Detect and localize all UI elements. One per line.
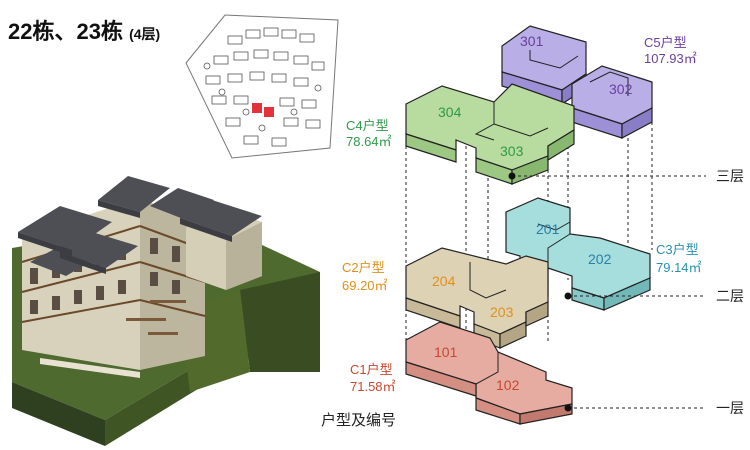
unit-label-102: 102: [496, 377, 520, 393]
unit-block-c1: [405, 321, 573, 425]
page-title: 22栋、23栋 (4层): [8, 14, 160, 46]
c1-area: 71.58㎡: [350, 379, 396, 394]
floor-label-second: 二层: [716, 288, 744, 304]
unit-block-c4: [405, 83, 575, 185]
floor-label-first: 一层: [716, 400, 744, 416]
c2-area: 69.20㎡: [342, 278, 388, 293]
c1-name: C1户型: [350, 362, 393, 377]
building-render: [12, 176, 320, 446]
unit-label-203: 203: [490, 304, 514, 320]
diagram-caption: 户型及编号: [321, 412, 397, 429]
unit-label-201: 201: [536, 221, 560, 237]
title-subtitle: (4层): [129, 26, 161, 42]
c2-name: C2户型: [342, 260, 385, 275]
unit-block-c5: [501, 25, 653, 139]
unit-label-302: 302: [609, 81, 633, 97]
c5-name: C5户型: [644, 35, 687, 50]
floor-label-third: 三层: [716, 168, 744, 184]
c4-name: C4户型: [346, 118, 389, 133]
title-text: 22栋、23栋: [8, 19, 123, 44]
c5-area: 107.93㎡: [644, 51, 697, 66]
unit-label-303: 303: [500, 143, 524, 159]
unit-label-202: 202: [588, 251, 612, 267]
c3-area: 79.14㎡: [656, 260, 702, 275]
site-plan: [185, 14, 339, 159]
unit-label-301: 301: [520, 33, 544, 49]
unit-label-304: 304: [438, 104, 462, 120]
unit-label-101: 101: [434, 344, 458, 360]
c3-name: C3户型: [656, 242, 699, 257]
unit-label-204: 204: [432, 273, 456, 289]
c4-area: 78.64㎡: [346, 134, 392, 149]
floor-markers: [508, 172, 706, 412]
unit-block-c2: [405, 247, 549, 349]
